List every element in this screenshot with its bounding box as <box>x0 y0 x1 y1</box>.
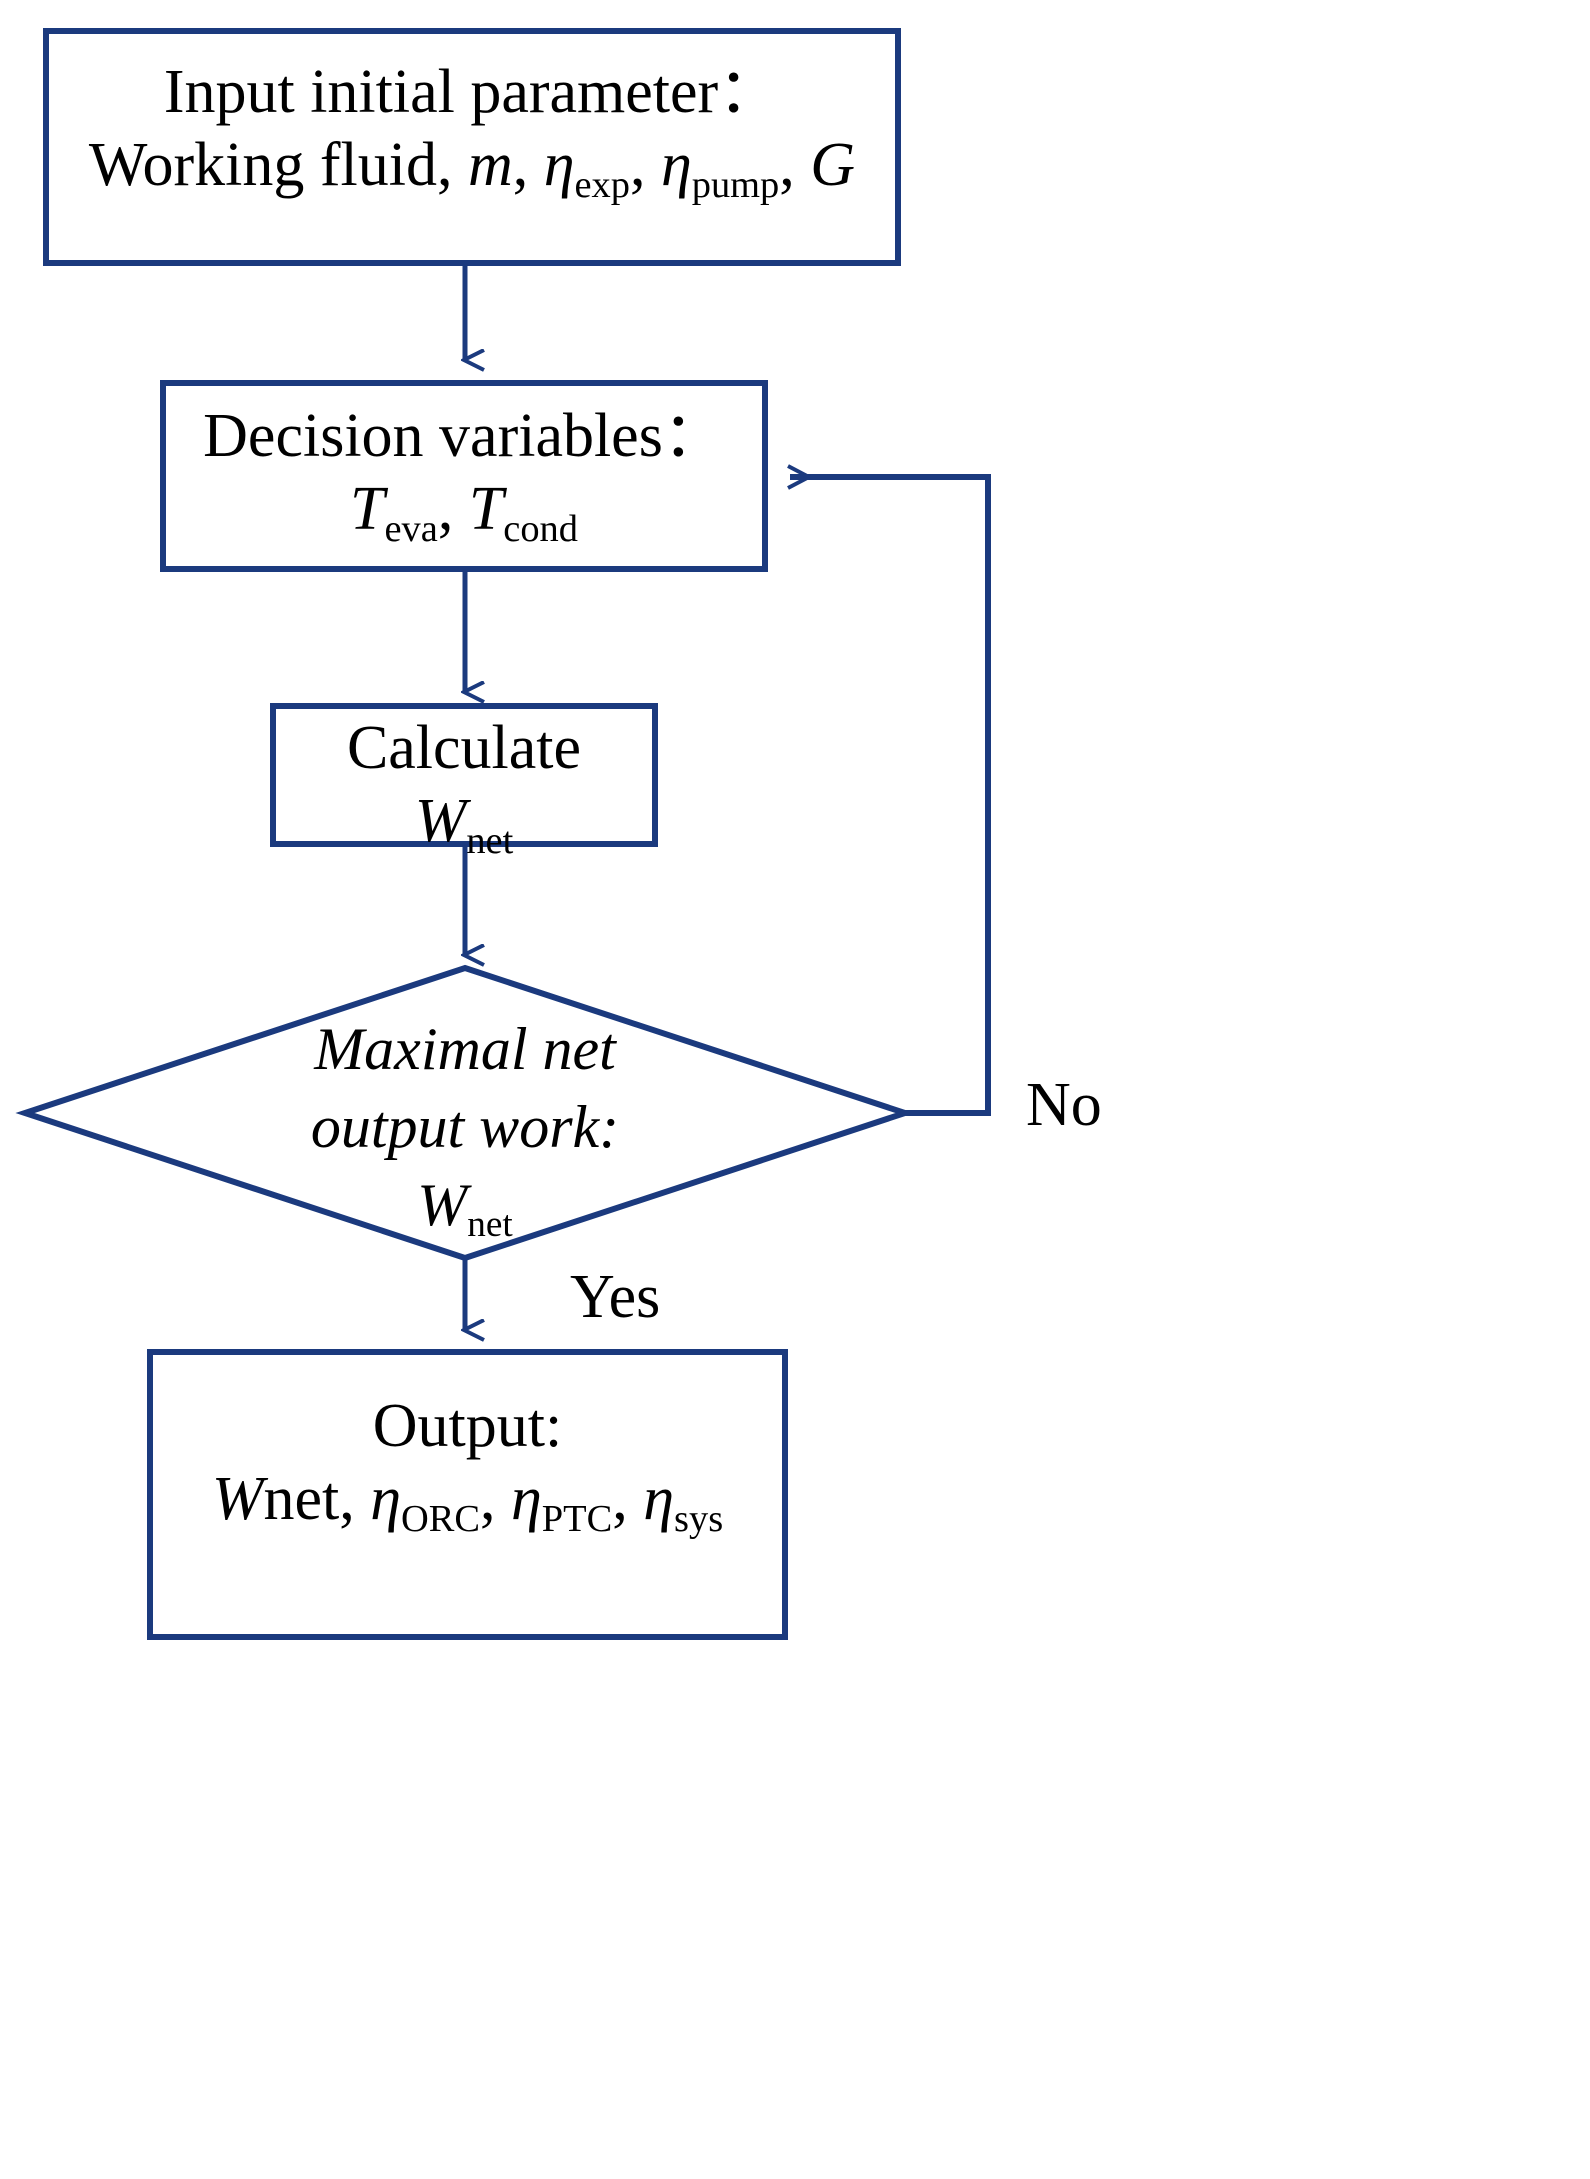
node-input-eta-exp: η <box>543 131 575 200</box>
node-input-sep1: , <box>512 131 544 200</box>
node-calculate-line2: Wnet <box>273 785 655 862</box>
node-calculate-symbol-W: W <box>414 787 467 856</box>
node-output-label: Output: Wnet, ηORC, ηPTC, ηsys <box>150 1390 785 1540</box>
node-input-label: Input initial parameter： Working fluid, … <box>46 56 898 206</box>
node-output-symbol-W: W <box>211 1465 264 1534</box>
node-output-eta-sys-sub: sys <box>674 1497 724 1540</box>
node-input-symbol-G: G <box>810 131 856 200</box>
node-output-symbol-net: net <box>263 1465 340 1534</box>
node-output-sep2: , <box>480 1465 512 1534</box>
node-dv-sep: , <box>437 475 469 544</box>
node-output-eta-orc: η <box>370 1465 402 1534</box>
node-dv-symbol-Teva: T <box>350 475 385 544</box>
node-output-eta-orc-sub: ORC <box>401 1497 481 1540</box>
node-decision-variables-line2: Teva, Tcond <box>163 473 765 550</box>
edge-decision-no-feedback <box>790 477 991 1116</box>
node-decision-line2: output work: <box>310 1094 620 1160</box>
node-input-sep2: , <box>629 131 661 200</box>
node-calculate-line1: Calculate <box>346 714 582 782</box>
node-output-eta-ptc-sub: PTC <box>541 1497 613 1540</box>
node-decision-symbol-W: W <box>417 1172 468 1238</box>
node-input-line1: Input initial parameter： <box>163 58 781 126</box>
edge-label-no: No <box>1026 1071 1102 1139</box>
node-input-symbol-m: m <box>467 131 513 200</box>
node-decision-line1: Maximal net <box>314 1016 616 1082</box>
node-output-line2: Wnet, ηORC, ηPTC, ηsys <box>150 1463 785 1540</box>
node-output-eta-sys: η <box>643 1465 675 1534</box>
node-decision-line3: Wnet <box>225 1166 705 1246</box>
edge-label-yes: Yes <box>570 1263 661 1331</box>
node-input-eta-exp-sub: exp <box>574 163 630 206</box>
node-decision-symbol-W-sub: net <box>467 1204 513 1246</box>
node-dv-symbol-Teva-sub: eva <box>384 507 438 550</box>
node-output-sep3: , <box>612 1465 644 1534</box>
node-calculate-symbol-W-sub: net <box>466 819 514 862</box>
node-decision-variables-line1: Decision variables： <box>203 402 725 470</box>
node-input-line2: Working fluid, m, ηexp, ηpump, G <box>46 129 898 206</box>
node-input-prefix: Working fluid, <box>88 131 468 200</box>
node-dv-symbol-Tcond-sub: cond <box>503 507 578 550</box>
node-calculate-label: Calculate Wnet <box>273 712 655 862</box>
node-output-line1: Output: <box>372 1392 563 1460</box>
node-output-eta-ptc: η <box>511 1465 542 1534</box>
node-input-sep3: , <box>779 131 811 200</box>
node-dv-symbol-Tcond: T <box>468 475 504 544</box>
node-decision-variables-label: Decision variables： Teva, Tcond <box>163 400 765 550</box>
node-input-eta-pump: η <box>660 131 692 200</box>
node-output-sep1: , <box>339 1465 371 1534</box>
node-input-eta-pump-sub: pump <box>691 163 780 206</box>
node-decision-label: Maximal net output work: Wnet <box>225 1010 705 1246</box>
